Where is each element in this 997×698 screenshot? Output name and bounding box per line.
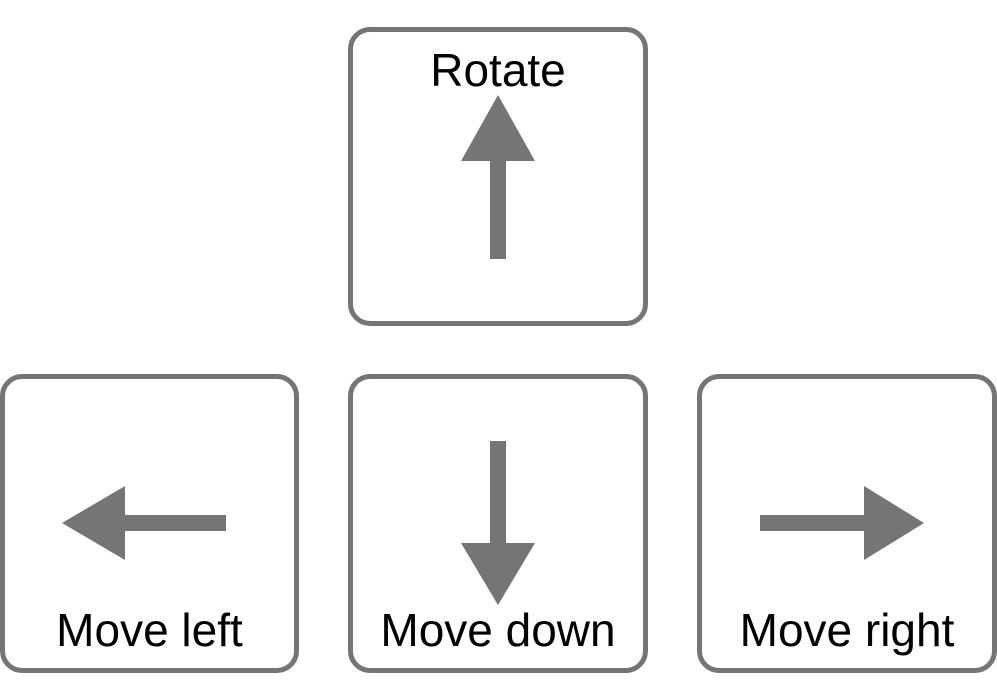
move-down-key[interactable]: Move down xyxy=(348,374,648,673)
arrow-right-icon xyxy=(760,486,924,560)
move-left-key[interactable]: Move left xyxy=(0,374,299,673)
move-right-key-label: Move right xyxy=(739,604,955,656)
arrow-left-icon xyxy=(62,486,226,560)
move-left-key-label: Move left xyxy=(56,604,243,656)
move-down-key-label: Move down xyxy=(380,604,616,656)
rotate-key[interactable]: Rotate xyxy=(348,27,648,326)
arrow-up-icon xyxy=(461,95,535,259)
move-right-key[interactable]: Move right xyxy=(697,374,997,673)
arrow-down-icon xyxy=(461,441,535,605)
rotate-key-label: Rotate xyxy=(430,44,566,96)
